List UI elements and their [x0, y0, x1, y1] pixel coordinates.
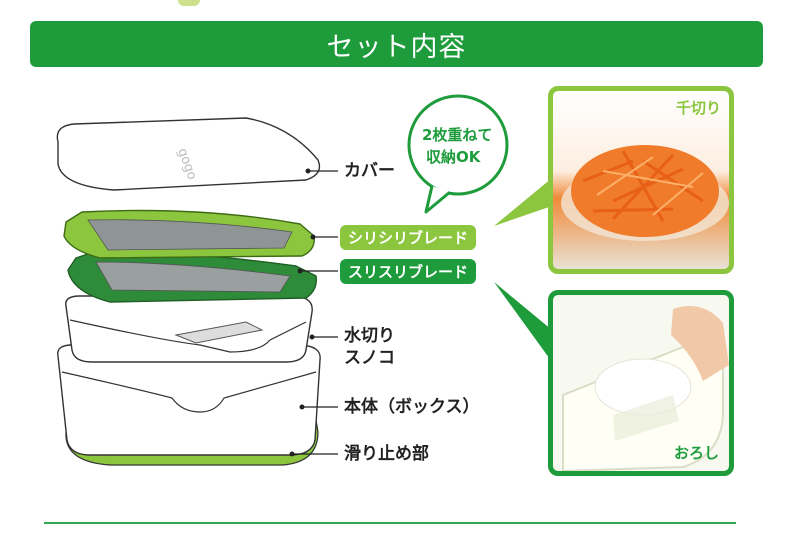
label-cover: カバー — [344, 161, 395, 181]
shred-blade-text: シリシリブレード — [348, 229, 469, 247]
grate-blade-text: スリスリブレード — [348, 263, 469, 281]
shredded-photo: 千切り — [548, 86, 734, 274]
label-box: 本体（ボックス） — [344, 397, 480, 417]
label-shred-blade: シリシリブレード — [340, 225, 477, 250]
colander — [65, 295, 313, 363]
section-title-banner: セット内容 — [30, 21, 763, 67]
bottom-divider — [44, 522, 736, 524]
grated-food-image — [562, 306, 729, 471]
grate-photo-wedge — [494, 282, 552, 362]
shredded-label: 千切り — [675, 99, 721, 117]
callout-line2: 収納OK — [426, 148, 481, 166]
shredded-carrot-image — [561, 145, 729, 241]
grated-label: おろし — [673, 444, 719, 462]
section-title: セット内容 — [326, 31, 467, 63]
label-nonslip: 滑り止め部 — [344, 444, 429, 464]
label-colander-2: スノコ — [344, 348, 395, 368]
shred-photo-wedge — [494, 178, 552, 226]
cover — [56, 117, 321, 191]
grated-photo: おろし — [548, 290, 734, 476]
box-body — [57, 344, 321, 456]
top-decoration — [178, 0, 200, 6]
callout-line1: 2枚重ねて — [422, 126, 493, 144]
label-colander-1: 水切り — [344, 326, 395, 346]
label-grate-blade: スリスリブレード — [340, 259, 477, 284]
